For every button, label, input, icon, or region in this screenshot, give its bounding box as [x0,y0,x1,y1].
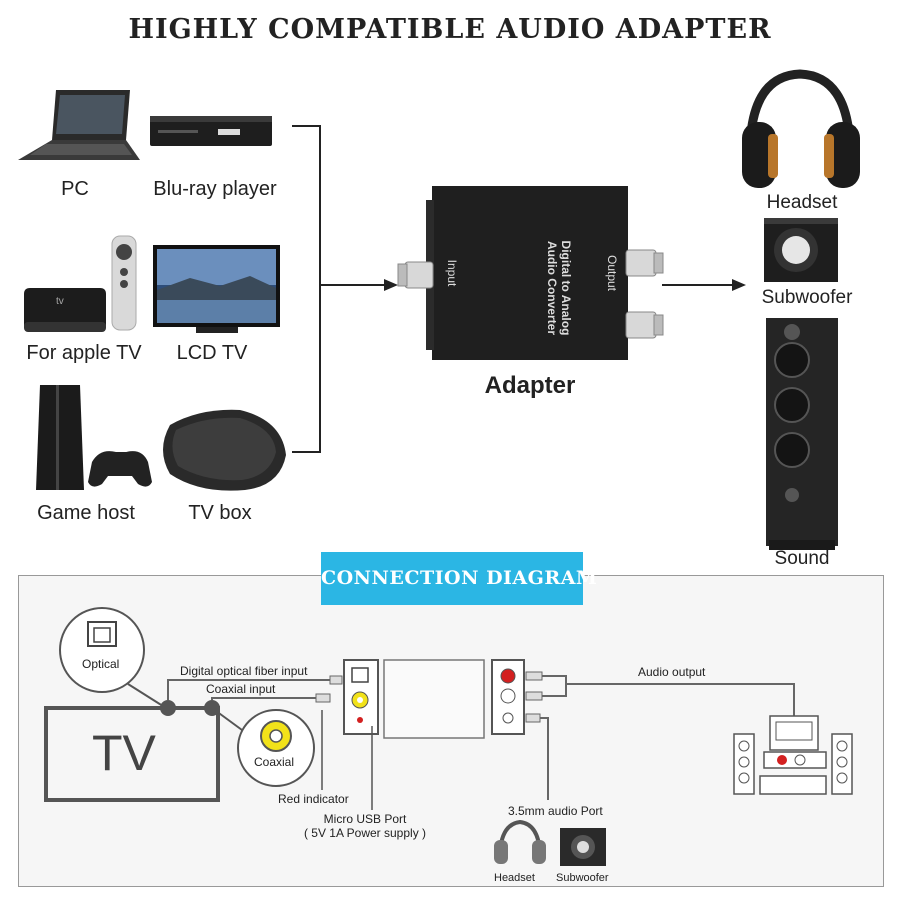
connector-lines [292,125,392,453]
source-label-tv-box: TV box [188,502,252,524]
game-console-icon [36,385,152,490]
diagram-headset-label: Headset [494,872,535,884]
optical-port-icon [87,621,117,647]
output-arrow [732,279,746,291]
output-label-headset: Headset [766,192,838,213]
tv-optical-port [160,700,176,716]
source-label-game-host: Game host [37,502,135,524]
adapter-label: Adapter [484,372,576,399]
svg-text:tv: tv [56,296,64,307]
diagram-subwoofer-label: Subwoofer [556,872,609,884]
receiver-speakers-icon [733,715,853,795]
bluray-player-icon [150,116,272,146]
subwoofer-icon [764,218,838,282]
laptop-icon [18,90,140,160]
diagram-usb-port-label: Micro USB Port [323,812,407,826]
lcd-tv-icon [153,245,280,333]
tv-box-icon [163,409,286,491]
banner-text: CONNECTION DIAGRAM [321,567,598,589]
diagram-coaxial-input-label: Coaxial input [206,682,276,696]
diagram-headset-icon [494,819,546,864]
tv-frame [44,706,220,802]
headset-icon [742,69,860,188]
diagram-optical-label: Optical [82,657,120,671]
diagram-usb-power-label: ( 5V 1A Power supply ) [303,826,427,840]
page-title: HIGHLY COMPATIBLE AUDIO ADAPTER [128,14,772,45]
optical-bubble [59,607,145,693]
diagram-adapter-body [383,659,485,739]
diagram-coaxial-label: Coaxial [254,755,295,769]
source-label-bluray: Blu-ray player [153,178,277,200]
diagram-audio-output-label: Audio output [638,665,706,679]
tv-coaxial-port [204,700,220,716]
source-label-apple-tv: For apple TV [26,342,142,364]
connection-diagram-banner: CONNECTION DIAGRAM [321,552,598,605]
source-label-lcd-tv: LCD TV [176,342,248,364]
source-label-pc: PC [61,178,89,200]
tower-speaker-icon [766,318,838,550]
diagram-subwoofer-icon [560,828,606,866]
input-arrow [384,279,398,291]
adapter-device [397,186,664,360]
diagram-fiber-input-label: Digital optical fiber input [180,664,308,678]
diagram-red-indicator-label: Red indicator [278,792,349,806]
output-label-sound: Sound [774,548,830,569]
apple-tv-icon: tv [24,235,137,332]
diagram-audio-port-label: 3.5mm audio Port [508,804,603,818]
diagram-tv-label: TV [92,725,156,781]
output-label-subwoofer: Subwoofer [761,287,853,308]
